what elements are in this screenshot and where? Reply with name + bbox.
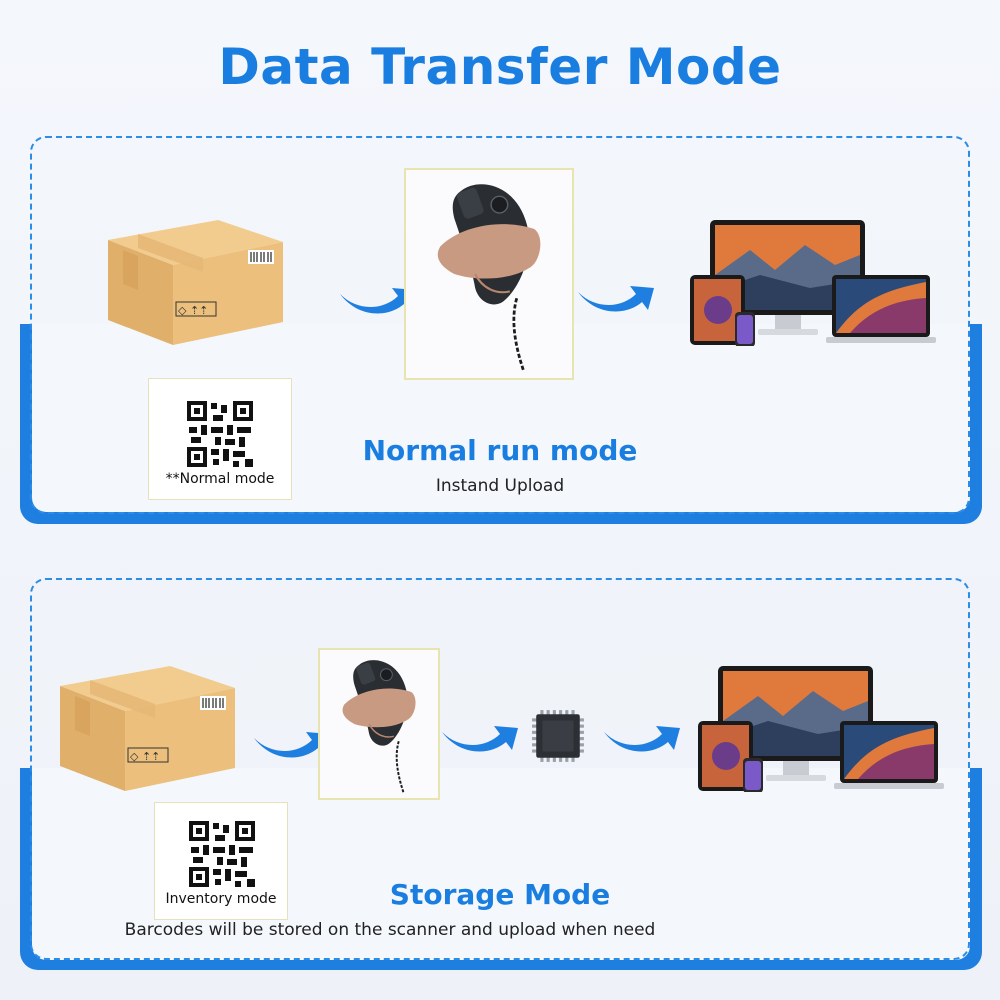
devices-image <box>698 666 944 792</box>
storage-mode-heading: Storage Mode <box>389 878 611 911</box>
normal-mode-heading: Normal run mode <box>362 434 638 467</box>
normal-mode-subtitle: Instand Upload <box>435 476 565 496</box>
normal-mode-panel: **Normal mode Normal run mode Instand Up… <box>20 136 982 524</box>
page-title: Data Transfer Mode <box>218 38 782 96</box>
qr-card-inventory: Inventory mode <box>154 802 288 920</box>
panel-frame <box>30 578 970 960</box>
qr-card-normal: **Normal mode <box>148 378 292 500</box>
memory-chip-icon <box>532 710 584 762</box>
arrow-icon <box>442 726 518 752</box>
arrow-icon <box>578 286 654 312</box>
qr-code-icon <box>187 401 253 467</box>
scanner-in-hand-image <box>404 168 574 380</box>
qr-label: **Normal mode <box>165 471 275 487</box>
package-box-image <box>108 220 284 346</box>
qr-label: Inventory mode <box>165 891 277 907</box>
panel-frame <box>30 136 970 514</box>
storage-mode-panel: Inventory mode Storage Mode Barcodes wil… <box>20 578 982 970</box>
arrow-icon <box>604 726 680 752</box>
package-box-image <box>60 666 236 792</box>
qr-code-icon <box>189 821 255 887</box>
storage-mode-subtitle: Barcodes will be stored on the scanner a… <box>124 920 656 940</box>
scanner-in-hand-image <box>318 648 440 800</box>
devices-image <box>690 220 936 346</box>
